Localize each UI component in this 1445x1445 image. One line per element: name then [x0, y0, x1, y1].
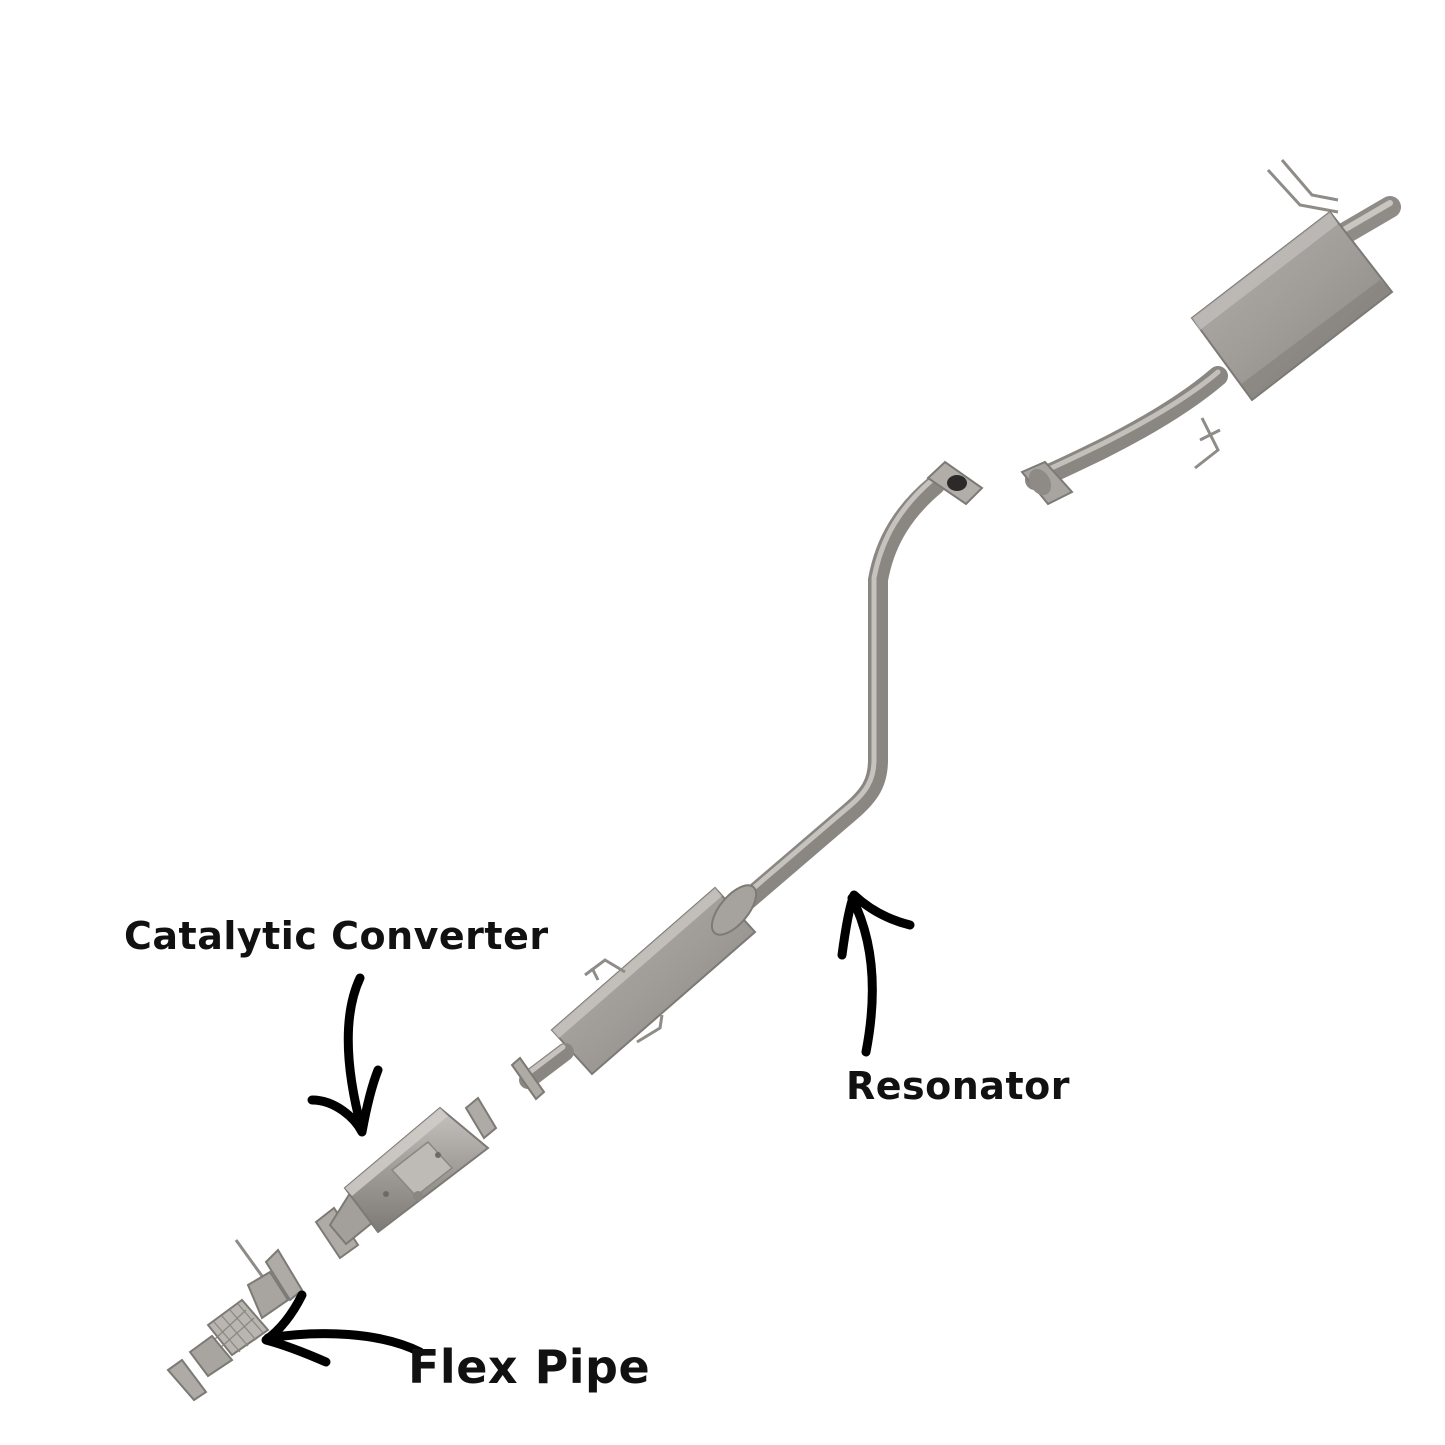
arrow-catalytic-converter [307, 973, 383, 1137]
label-flex-pipe: Flex Pipe [408, 1340, 651, 1394]
rear-muffler [1020, 159, 1401, 506]
catalytic-converter [314, 1096, 498, 1260]
arrow-resonator [837, 890, 915, 1057]
resonator-pipe [510, 460, 984, 1101]
label-resonator: Resonator [846, 1064, 1070, 1108]
arrow-flex-pipe [261, 1290, 425, 1367]
flex-pipe [166, 1239, 304, 1402]
label-catalytic-converter: Catalytic Converter [124, 914, 549, 958]
